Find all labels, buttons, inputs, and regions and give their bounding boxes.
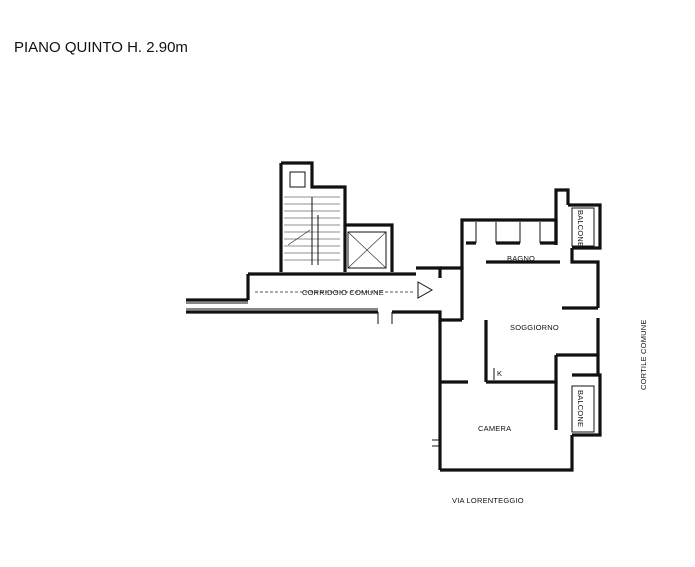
courtyard-label: CORTILE COMUNE [639,319,648,390]
balcony-top-label: BALCONE [576,210,585,247]
kitchen-label: K [497,369,502,378]
entry-arrow [417,281,434,299]
stair-core [279,161,394,272]
stair-treads [284,196,340,265]
apartment: BAGNO SOGGIORNO K CAMERA BALCONE BALCONE [416,188,602,472]
corridor-label: CORRIDOIO COMUNE [302,288,384,297]
common-corridor: CORRIDOIO COMUNE [186,272,416,324]
balcony-top [571,207,595,247]
street-label: VIA LORENTEGGIO [452,496,524,505]
plan-title: PIANO QUINTO H. 2.90m [14,39,188,56]
balcony-bottom-label: BALCONE [576,390,585,427]
balcony-bottom [571,385,595,433]
bedroom-label: CAMERA [478,424,511,433]
bathroom-label: BAGNO [507,254,535,263]
lift-shaft [347,231,387,269]
living-room-label: SOGGIORNO [510,323,559,332]
